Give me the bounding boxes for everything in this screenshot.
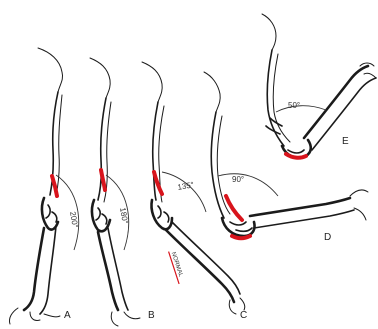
shoulder-outline-a [38,48,63,92]
angle-label-b: 180° [118,207,130,225]
panel-a: 200° A [9,48,79,324]
panel-b: 180° B [90,58,155,326]
forearm-e [304,66,368,138]
elbow-c [151,200,172,229]
elbow-d [222,218,255,236]
elbow-b [92,200,110,231]
shoulder-outline-e [262,14,276,50]
shoulder-outline-b [90,58,110,98]
angle-arc-c [162,172,206,212]
hand-d [350,190,368,220]
elbow-d-detail [230,222,252,231]
shoulder-outline-c [142,62,162,102]
panel-label-a: A [64,310,71,321]
forearm-a [24,228,44,310]
highlight-e [286,154,306,158]
angle-arc-d [218,174,278,196]
angle-label-c: 135° [177,180,195,192]
hand-a [9,308,60,324]
angle-label-d: 90° [232,175,244,184]
elbow-c-detail [158,206,169,222]
elbow-a-detail [46,205,57,222]
angle-label-e: 50° [288,101,300,110]
panel-e: 50° E [262,14,376,158]
panel-label-e: E [342,136,349,147]
forearm-d [250,198,350,216]
panel-d: 90° D [204,72,368,243]
forearm-b [98,232,118,310]
angle-label-a: 200° [68,211,80,229]
panel-c: 135° NORMAL C [142,62,247,321]
highlight-b [101,170,105,190]
humerus-a-inner [56,95,62,196]
highlight-a [52,176,57,196]
panel-label-b: B [148,310,155,321]
panel-label-d: D [324,232,331,243]
hand-b [111,312,140,326]
normal-stamp: NORMAL [168,250,185,285]
forearm-b-inner [108,228,128,310]
elbow-b-detail [96,208,107,224]
stamp-text: NORMAL [170,251,184,278]
panel-label-c: C [240,310,247,321]
humerus-e-inner [273,54,290,142]
shoulder-outline-d [204,72,220,112]
angle-arc-e [276,106,326,112]
